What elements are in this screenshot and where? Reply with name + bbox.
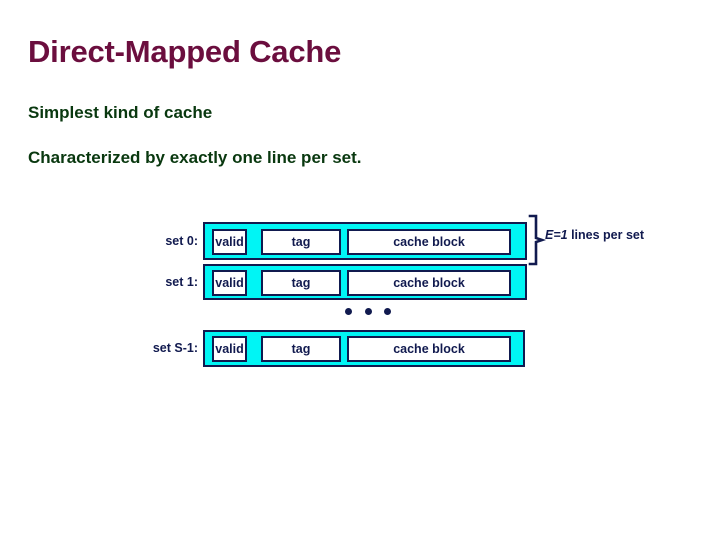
- bullet-line-2: Characterized by exactly one line per se…: [28, 148, 362, 167]
- lines-per-set-annotation: E=1 lines per set: [545, 228, 644, 242]
- ellipsis-dot: [364, 307, 372, 315]
- set-label-1: set 1:: [165, 275, 198, 289]
- cache-block-cell-2: cache block: [347, 336, 511, 362]
- ellipsis-dot: [345, 307, 352, 315]
- set-label-0: set 0:: [165, 234, 198, 248]
- valid-cell-1: valid: [212, 270, 247, 296]
- cache-block-cell-0: cache block: [347, 229, 511, 255]
- tag-cell-0: tag: [261, 229, 341, 255]
- tag-cell-1: tag: [261, 270, 341, 296]
- bullet-line-1: Simplest kind of cache: [28, 103, 213, 122]
- valid-cell-2: valid: [212, 336, 247, 362]
- cache-set-row-0: valid tag cache block: [203, 222, 527, 260]
- cache-set-row-1: valid tag cache block: [203, 264, 527, 300]
- ellipsis-dot: [384, 307, 391, 315]
- brace-icon: [527, 214, 547, 266]
- cache-set-row-2: valid tag cache block: [203, 330, 525, 367]
- ellipsis-indicator: [345, 302, 391, 320]
- tag-cell-2: tag: [261, 336, 341, 362]
- valid-cell-0: valid: [212, 229, 247, 255]
- annotation-emphasis: E=1: [545, 228, 568, 242]
- page-title: Direct-Mapped Cache: [28, 34, 342, 69]
- annotation-text: lines per set: [567, 228, 645, 242]
- cache-block-cell-1: cache block: [347, 270, 511, 296]
- set-label-2: set S-1:: [152, 341, 198, 355]
